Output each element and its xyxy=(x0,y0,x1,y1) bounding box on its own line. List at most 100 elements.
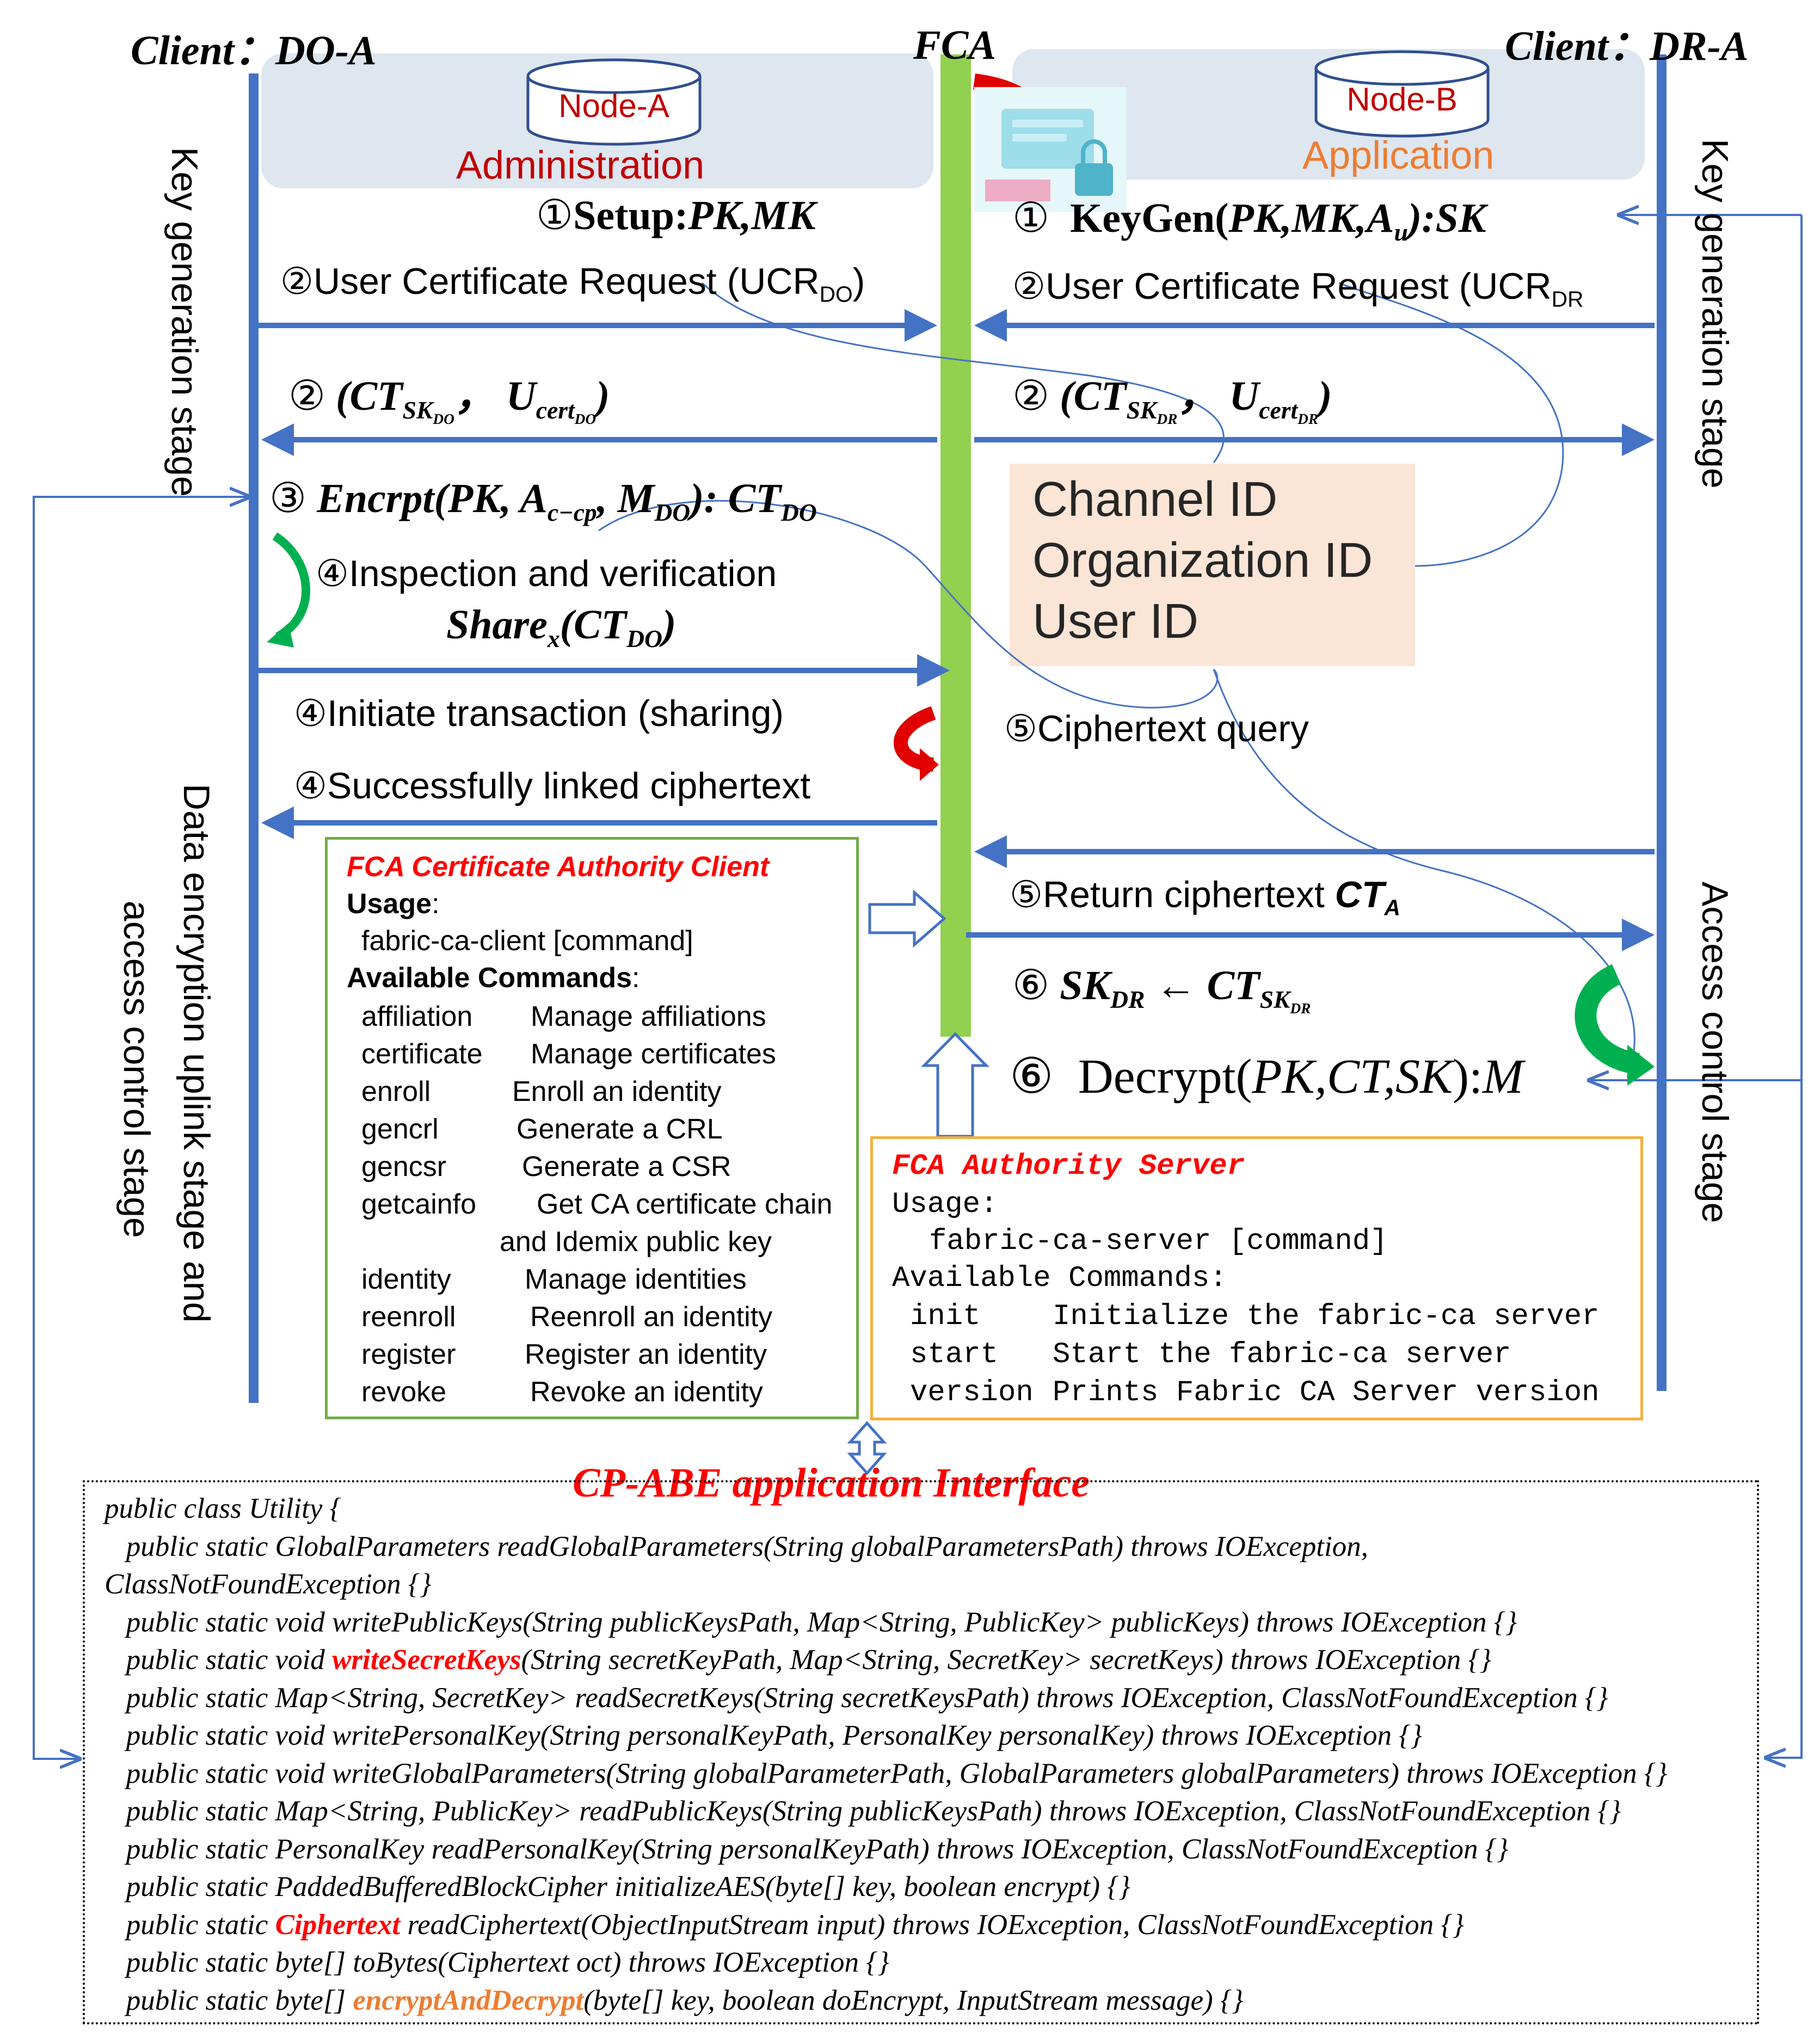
hollow-arrow-right xyxy=(868,889,946,948)
ca-client-usage-cmd: fabric-ca-client [command] xyxy=(361,925,693,957)
msg-skdr: ⑥ SKDR ← CTSKDR xyxy=(1012,963,1311,1017)
api-code-line: public class Utility { xyxy=(104,1493,341,1524)
ca-client-command-desc: Generate a CRL xyxy=(517,1113,723,1145)
msg-initiate: ④Initiate transaction (sharing) xyxy=(294,693,784,734)
ca-server-title: FCA Authority Server xyxy=(892,1150,1245,1183)
ca-server-usage-label: Usage: xyxy=(892,1188,998,1221)
ca-client-command-name: register xyxy=(361,1339,456,1370)
channel-id-label: Channel ID xyxy=(1032,472,1278,527)
hollow-arrow-double xyxy=(847,1421,887,1475)
ca-client-command-name: getcainfo xyxy=(361,1189,477,1220)
curve-1 xyxy=(701,282,1225,463)
ca-client-usage-label: Usage: xyxy=(347,888,440,920)
stage-left-bottom-1: Data encryption uplink stage and xyxy=(176,784,217,1323)
node-b-database-icon xyxy=(1314,50,1490,138)
ca-client-command-name: gencrl xyxy=(361,1113,439,1145)
api-code-line: public static PersonalKey readPersonalKe… xyxy=(104,1833,1509,1865)
api-code-line: public static void writePublicKeys(Strin… xyxy=(104,1606,1517,1638)
node-a-database-icon xyxy=(526,58,702,146)
msg-return: ⑤Return ciphertext CTA xyxy=(1010,874,1400,920)
ca-server-command-name: start xyxy=(910,1338,999,1371)
api-code-line: public static GlobalParameters readGloba… xyxy=(104,1530,1368,1562)
api-code-line: public static Ciphertext readCiphertext(… xyxy=(104,1908,1464,1941)
ca-client-command-desc: and Idemix public key xyxy=(500,1226,772,1258)
stage-left-bottom-2: access control stage xyxy=(116,901,157,1238)
ca-client-command-name: certificate xyxy=(361,1038,483,1070)
api-code-line: ClassNotFoundException {} xyxy=(104,1568,432,1600)
ca-client-command-desc: Get CA certificate chain xyxy=(537,1189,833,1220)
msg-inspect: ④Inspection and verification xyxy=(316,553,777,594)
msg-query: ⑤Ciphertext query xyxy=(1004,708,1309,749)
ca-client-command-name: enroll xyxy=(361,1076,431,1107)
hollow-arrow-up xyxy=(921,1032,989,1138)
ca-server-commands-label: Available Commands: xyxy=(892,1262,1227,1295)
msg-share: Sharex(CTDO) xyxy=(446,602,677,653)
ca-client-command-name: affiliation xyxy=(361,1001,473,1032)
ca-client-command-desc: Revoke an identity xyxy=(530,1376,763,1408)
fca-bar xyxy=(940,54,971,1037)
node-a-role: Administration xyxy=(456,144,705,187)
msg-ucr-do: ②User Certificate Request (UCRDO) xyxy=(280,261,865,307)
ca-server-command-name: version xyxy=(910,1376,1034,1409)
api-code-line: public static void writeSecretKeys(Strin… xyxy=(104,1644,1491,1676)
ca-server-command-desc: Prints Fabric CA Server version xyxy=(1053,1376,1600,1409)
ca-client-command-name: gencsr xyxy=(361,1151,447,1183)
msg-decrypt: ⑥ Decrypt(PK,CT,SK):M xyxy=(1010,1050,1523,1104)
api-code-line: public static void writePersonalKey(Stri… xyxy=(104,1720,1422,1751)
user-id-label: User ID xyxy=(1032,594,1199,649)
ca-server-box: FCA Authority Server Usage: fabric-ca-se… xyxy=(870,1136,1643,1420)
ca-client-command-desc: Generate a CSR xyxy=(522,1151,731,1183)
ca-server-command-name: init xyxy=(910,1300,981,1333)
ca-client-command-desc: Manage affiliations xyxy=(531,1001,766,1032)
ca-client-command-desc: Enroll an identity xyxy=(512,1076,722,1107)
ca-client-commands-label: Available Commands: xyxy=(347,962,640,994)
client-do-a-label: Client：DO-A xyxy=(131,28,377,73)
ca-client-command-desc: Reenroll an identity xyxy=(530,1301,773,1333)
node-a-label: Node-A xyxy=(558,88,669,124)
client-dr-a-label: Client：DR-A xyxy=(1505,23,1749,69)
api-title: CP-ABE application Interface xyxy=(573,1460,1090,1506)
ca-client-command-name: identity xyxy=(361,1264,451,1295)
api-code-line: public static byte[] encryptAndDecrypt(b… xyxy=(104,1984,1244,2016)
ca-server-command-desc: Start the fabric-ca server xyxy=(1053,1338,1511,1371)
stage-left-top: Key generation stage xyxy=(164,147,205,497)
green-curve-left xyxy=(272,532,311,641)
stage-right-top: Key generation stage xyxy=(1694,139,1736,489)
ca-client-command-name: reenroll xyxy=(361,1301,456,1333)
curve-2 xyxy=(1338,282,1564,567)
fca-label: FCA xyxy=(913,22,997,68)
api-code-line: public static byte[] toBytes(Ciphertext … xyxy=(104,1947,889,1978)
security-lock-image xyxy=(974,87,1127,212)
stage-right-bottom: Access control stage xyxy=(1694,882,1736,1223)
msg-ct-dr: ② (CTSKDR， UcertDR) xyxy=(1012,373,1332,428)
api-code-line: public static Map<String, SecretKey> rea… xyxy=(104,1682,1608,1714)
curve-4 xyxy=(1213,669,1635,1078)
msg-linked: ④Successfully linked ciphertext xyxy=(294,765,811,806)
id-box: Channel ID Organization ID User ID xyxy=(1010,464,1415,666)
ca-client-title: FCA Certificate Authority Client xyxy=(347,851,770,883)
green-curve-right xyxy=(1575,964,1640,1075)
organization-id-label: Organization ID xyxy=(1032,533,1373,588)
api-code-line: public static Map<String, PublicKey> rea… xyxy=(104,1795,1621,1827)
ca-server-usage-cmd: fabric-ca-server [command] xyxy=(929,1225,1388,1258)
red-curve-mid xyxy=(894,706,936,772)
msg-ucr-dr: ②User Certificate Request (UCRDR xyxy=(1012,266,1584,312)
msg-setup: ①Setup:PK,MK xyxy=(536,193,816,238)
ca-client-box: FCA Certificate Authority Client Usage: … xyxy=(325,837,859,1419)
msg-ct-do: ② (CTSKDO， UcertDO) xyxy=(288,373,610,428)
ca-client-command-desc: Manage identities xyxy=(525,1264,747,1295)
msg-keygen: ① KeyGen(PK,MK,Au):SK xyxy=(1012,195,1486,247)
ca-client-command-desc: Register an identity xyxy=(525,1339,767,1370)
connector-left xyxy=(33,496,234,1759)
node-b-role: Application xyxy=(1302,134,1495,177)
api-code-line: public static PaddedBufferedBlockCipher … xyxy=(104,1871,1130,1903)
ca-server-command-desc: Initialize the fabric-ca server xyxy=(1053,1300,1600,1333)
api-code-line: public static void writeGlobalParameters… xyxy=(104,1757,1668,1789)
connector-right xyxy=(1766,215,1803,1758)
curve-3 xyxy=(598,500,1219,709)
msg-encrypt: ③ Encrpt(PK, Ac−cp, MDO): CTDO xyxy=(269,476,817,527)
ca-client-command-desc: Manage certificates xyxy=(531,1038,776,1070)
ca-client-command-name: revoke xyxy=(361,1376,447,1408)
api-code-box: public class Utility { public static Glo… xyxy=(83,1480,1759,2024)
